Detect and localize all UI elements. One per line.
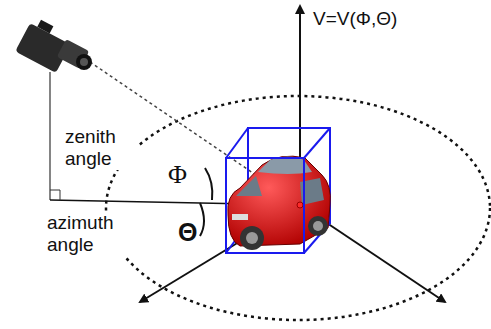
zenith-arc xyxy=(205,168,212,200)
camera-icon xyxy=(15,20,92,73)
phi-symbol: Φ xyxy=(166,160,189,190)
axis-right xyxy=(300,205,445,302)
car-model xyxy=(228,156,331,250)
camera-drop-line xyxy=(49,72,50,200)
zenith-angle-label: zenith angle xyxy=(63,126,139,170)
bounding-box-front xyxy=(226,158,304,253)
right-angle-mark xyxy=(50,190,60,200)
view-sphere-ellipse xyxy=(106,96,490,320)
azimuth-angle-label: azimuth angle xyxy=(45,212,144,256)
bounding-box xyxy=(226,128,330,253)
theta-symbol: Θ xyxy=(176,218,199,247)
formula-label: V=V(Φ,Θ) xyxy=(311,8,399,30)
azimuth-arc xyxy=(200,203,204,236)
